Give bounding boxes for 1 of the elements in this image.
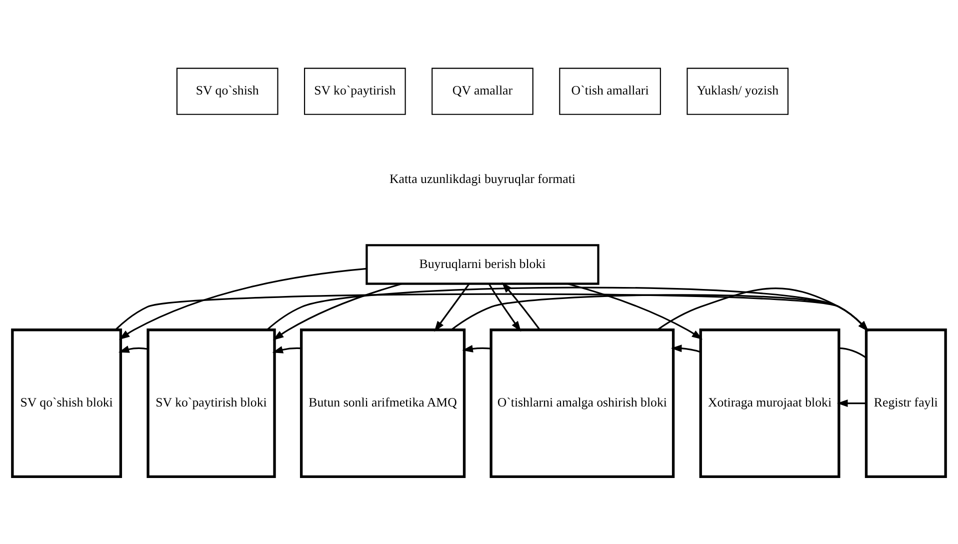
label: Katta uzunlikdagi buyruqlar formati — [389, 172, 576, 186]
